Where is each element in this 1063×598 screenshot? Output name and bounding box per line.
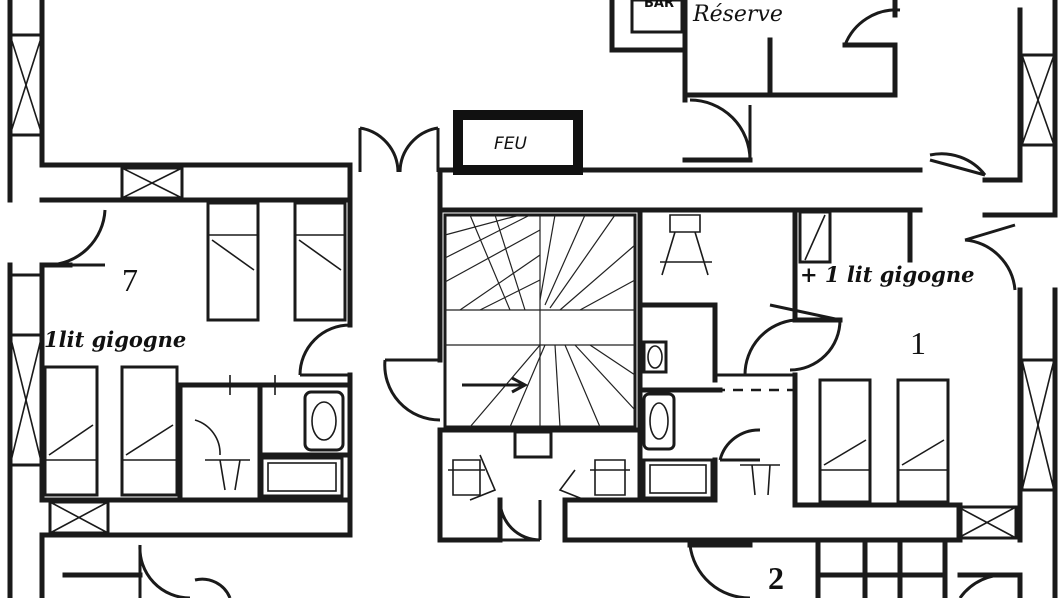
- fire-cabinet: [453, 110, 583, 175]
- beds: [43, 201, 950, 504]
- fixtures: [194, 214, 780, 501]
- extra-bed-label-left: 1lit gigogne: [44, 327, 187, 352]
- walls: [7, 0, 1058, 598]
- bar-box: [630, 0, 684, 34]
- bar-label: BAR: [644, 0, 674, 11]
- reserve-label: Réserve: [693, 2, 783, 27]
- room-2-number: 2: [768, 560, 784, 596]
- extra-bed-label-right: + 1 lit gigogne: [800, 262, 975, 287]
- room-7-number: 7: [122, 262, 138, 298]
- windows: [8, 33, 1056, 540]
- room-1-number: 1: [910, 325, 926, 361]
- feu-label: FEU: [494, 134, 527, 154]
- doors: [42, 8, 1017, 598]
- staircase: [443, 213, 637, 429]
